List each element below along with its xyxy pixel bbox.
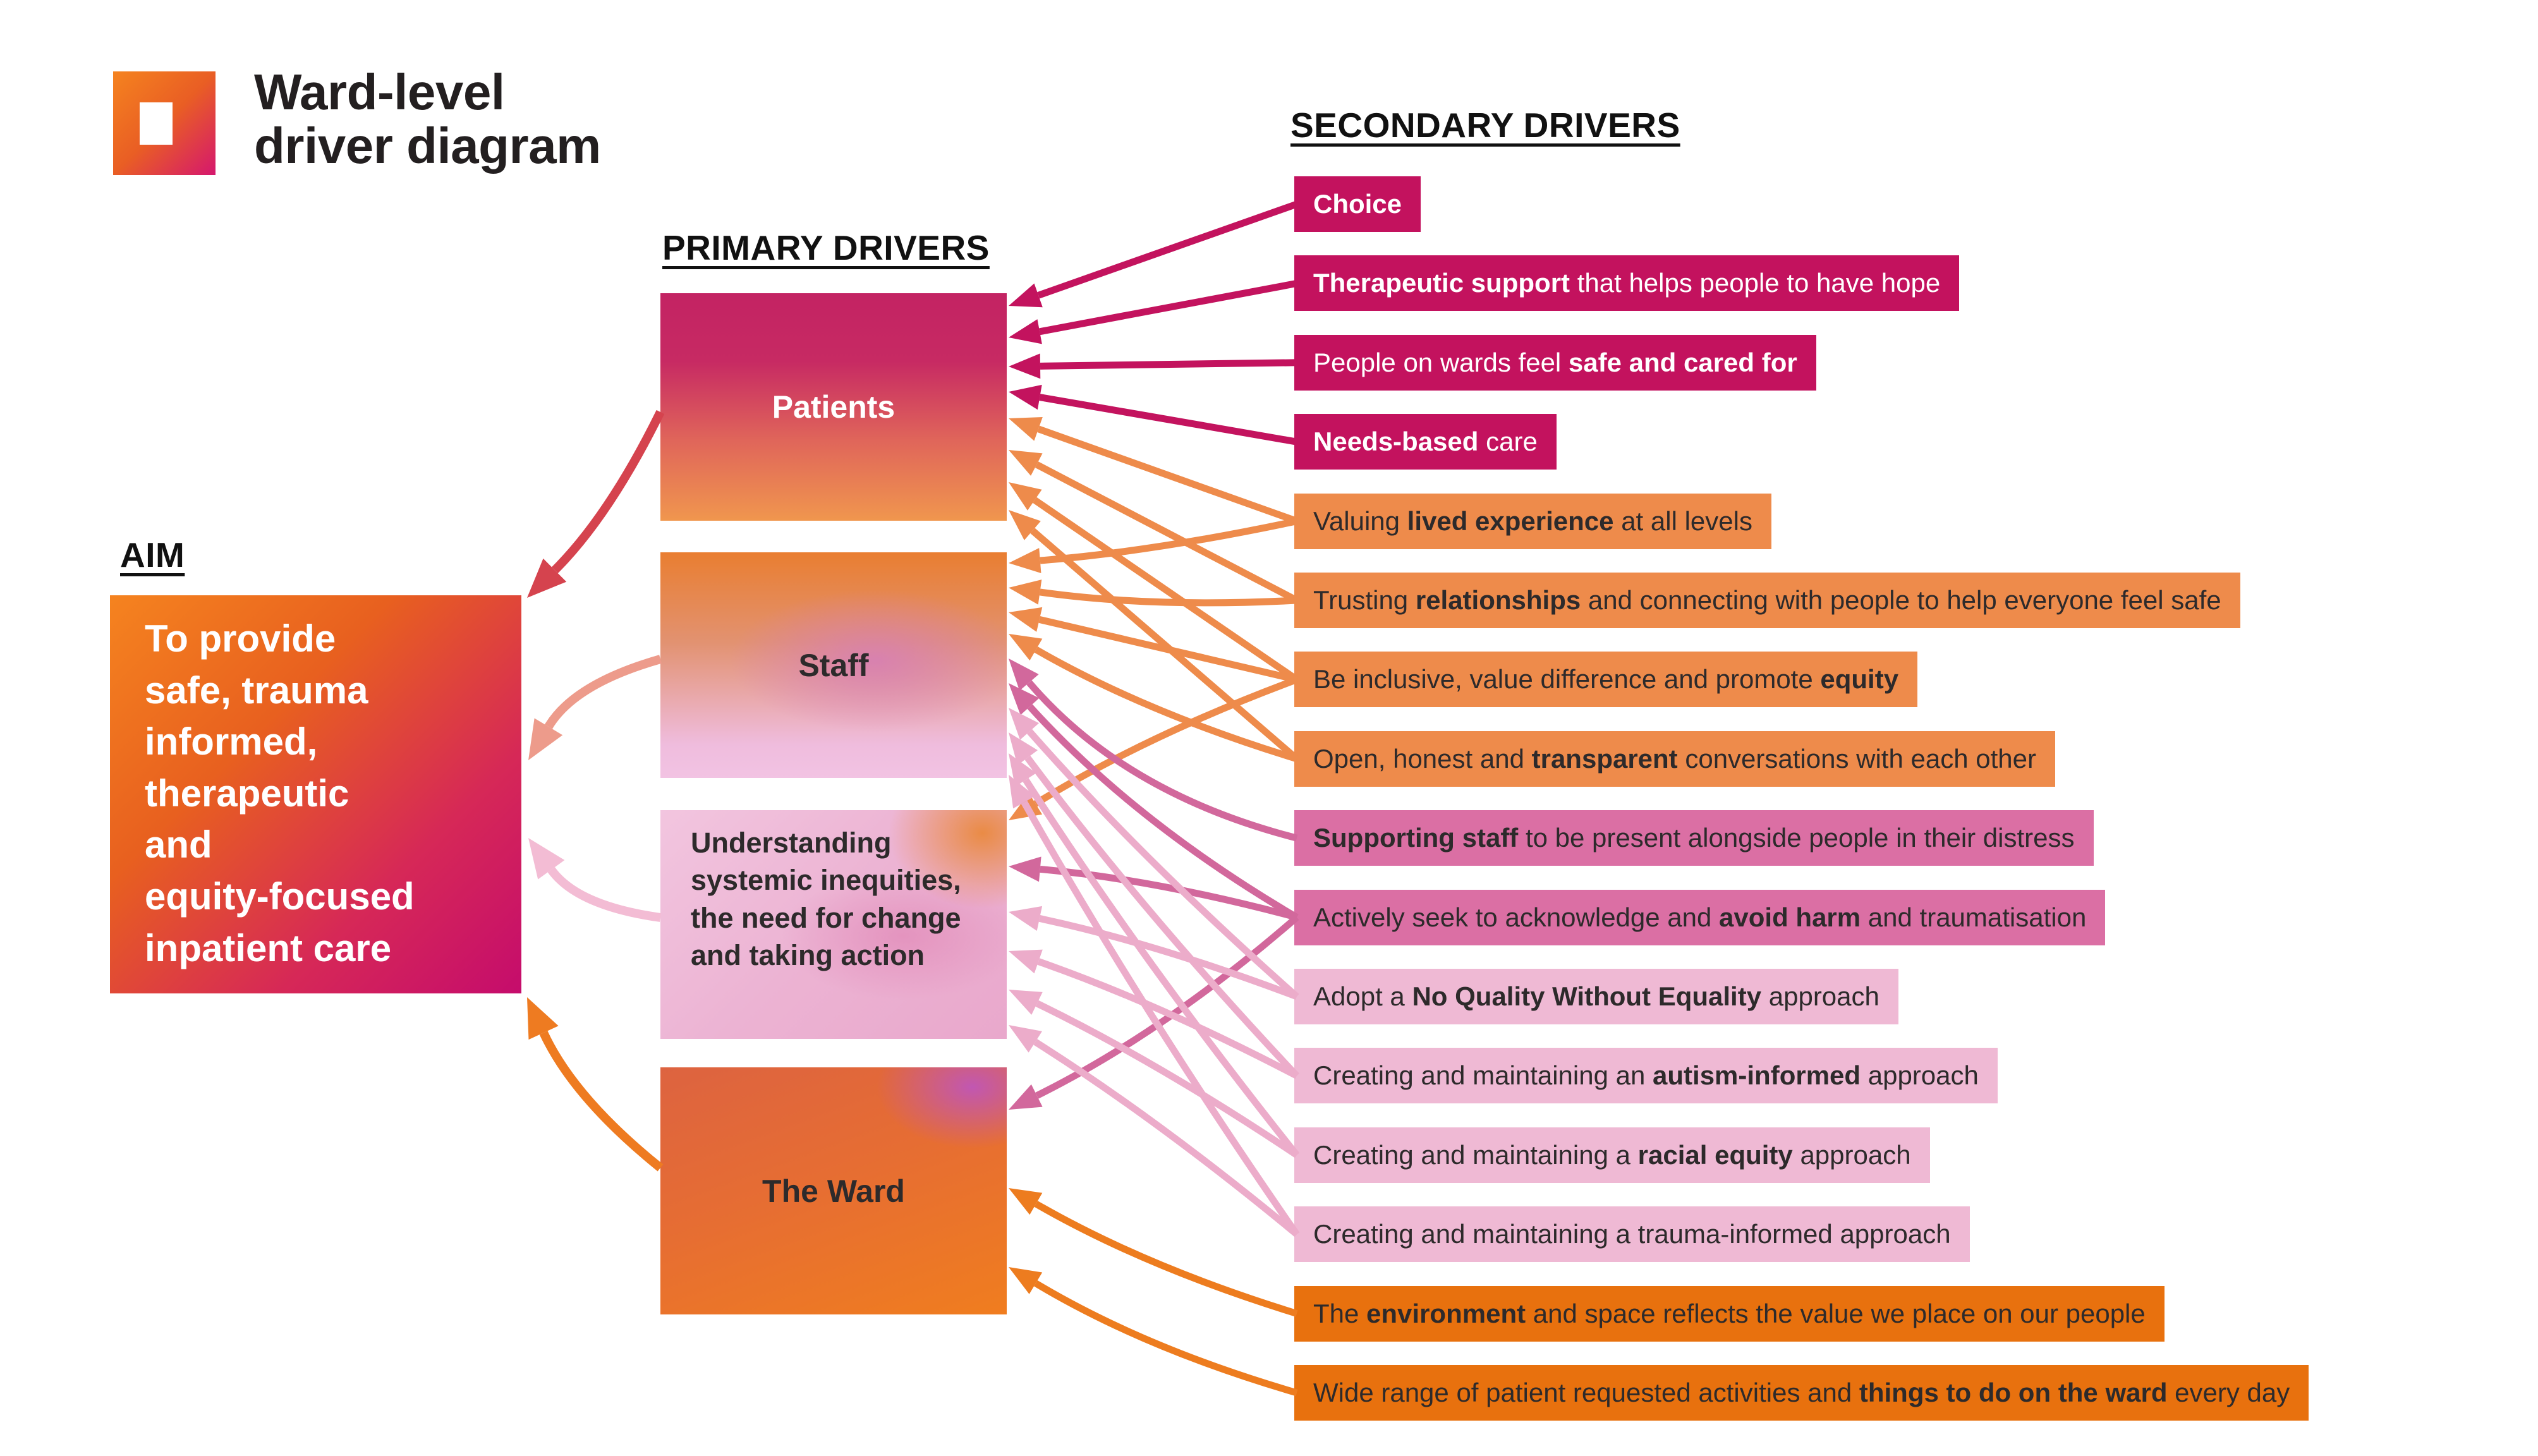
secondary-driver-text: Adopt a (1313, 981, 1412, 1011)
arrow-trauma-informed-to-staff (1009, 775, 1300, 1237)
secondary-driver-text: People on wards feel (1313, 347, 1569, 377)
arrow-choice-to-patients (1009, 200, 1298, 308)
arrow-patients-to-aim (527, 410, 665, 598)
secondary-driver-text: care (1478, 427, 1538, 457)
secondary-driver-wide-range: Wide range of patient requested activiti… (1294, 1365, 2309, 1421)
arrow-autism-informed-to-staff (1009, 732, 1300, 1079)
arrow-therapeutic-support-to-patients (1009, 279, 1298, 344)
secondary-driver-text: autism-informed (1653, 1060, 1861, 1091)
secondary-driver-safe-and-cared-for: People on wards feel safe and cared for (1294, 334, 1816, 391)
secondary-driver-text: Choice (1313, 189, 1402, 219)
secondary-driver-text: every day (2167, 1378, 2290, 1407)
secondary-driver-text: Valuing (1313, 506, 1407, 536)
secondary-driver-open-honest: Open, honest and transparent conversatio… (1294, 731, 2055, 787)
arrow-autism-informed-to-understanding (1009, 949, 1299, 1079)
arrow-adopt-nqwe-to-understanding (1009, 906, 1298, 1000)
secondary-driver-autism-informed: Creating and maintaining an autism-infor… (1294, 1048, 1998, 1104)
secondary-driver-text: approach (1792, 1139, 1911, 1170)
secondary-driver-text: Actively seek to acknowledge and (1313, 902, 1720, 932)
arrow-valuing-lived-experience-to-staff (1009, 518, 1298, 573)
secondary-driver-text: and space reflects the value we place on… (1526, 1298, 2146, 1328)
secondary-driver-text: and connecting with people to help every… (1581, 585, 2221, 615)
secondary-driver-text: Trusting (1313, 585, 1416, 615)
secondary-driver-text: Creating and maintaining a (1313, 1139, 1638, 1170)
arrow-open-honest-to-patients (1009, 510, 1299, 761)
secondary-driver-text: Be inclusive, value difference and promo… (1313, 664, 1821, 695)
secondary-driver-supporting-staff: Supporting staff to be present alongside… (1294, 810, 2094, 866)
secondary-driver-text: Open, honest and (1313, 743, 1532, 774)
primary-driver-patients: Patients (660, 293, 1007, 521)
arrow-supporting-staff-to-staff (1009, 658, 1298, 842)
secondary-driver-text: transparent (1531, 743, 1678, 774)
secondary-driver-text: and traumatisation (1861, 902, 2087, 932)
arrow-actively-seek-to-staff (1009, 683, 1299, 921)
secondary-driver-text: conversations with each other (1677, 743, 2036, 774)
secondary-driver-text: Creating and maintaining an (1313, 1060, 1653, 1091)
arrow-open-honest-to-staff (1009, 634, 1298, 763)
secondary-driver-trusting-relationships: Trusting relationships and connecting wi… (1294, 573, 2240, 628)
arrow-trusting-relationships-to-staff (1009, 579, 1297, 607)
secondary-driver-text: at all levels (1613, 506, 1752, 536)
arrow-trauma-informed-to-understanding (1009, 1025, 1299, 1237)
heading-aim: AIM (120, 535, 185, 574)
secondary-driver-text: Supporting staff (1313, 823, 1519, 853)
secondary-driver-be-inclusive: Be inclusive, value difference and promo… (1294, 652, 1918, 708)
secondary-driver-adopt-nqwe: Adopt a No Quality Without Equality appr… (1294, 969, 1898, 1024)
primary-driver-ward: The Ward (660, 1067, 1007, 1314)
heading-primary-drivers: PRIMARY DRIVERS (662, 228, 990, 267)
arrow-safe-and-cared-for-to-patients (1009, 353, 1297, 379)
secondary-driver-choice: Choice (1294, 176, 1421, 232)
secondary-driver-text: Therapeutic support (1313, 268, 1570, 298)
arrow-understanding-to-aim (528, 838, 661, 922)
arrow-staff-to-aim (528, 655, 662, 760)
secondary-driver-needs-based-care: Needs-based care (1294, 414, 1557, 470)
arrow-trusting-relationships-to-patients (1009, 450, 1299, 604)
aim-box: To provide safe, trauma informed, therap… (110, 595, 521, 993)
brand-logo (113, 71, 216, 175)
secondary-driver-text: approach (1761, 981, 1879, 1011)
secondary-driver-text: racial equity (1637, 1139, 1793, 1170)
arrow-racial-equity-to-understanding (1009, 990, 1299, 1158)
secondary-driver-actively-seek: Actively seek to acknowledge and avoid h… (1294, 889, 2106, 945)
secondary-driver-valuing-lived-experience: Valuing lived experience at all levels (1294, 493, 1771, 549)
arrow-environment-to-ward (1009, 1188, 1298, 1317)
secondary-driver-text: environment (1366, 1298, 1526, 1328)
secondary-driver-text: relationships (1415, 585, 1581, 615)
secondary-driver-racial-equity: Creating and maintaining a racial equity… (1294, 1127, 1930, 1183)
heading-secondary-drivers: SECONDARY DRIVERS (1290, 106, 1680, 145)
secondary-driver-text: The (1313, 1298, 1367, 1328)
secondary-driver-text: equity (1820, 664, 1899, 695)
arrow-valuing-lived-experience-to-patients (1009, 416, 1298, 525)
secondary-driver-text: things to do on the ward (1859, 1378, 2168, 1407)
primary-driver-staff: Staff (660, 552, 1007, 778)
arrow-actively-seek-to-understanding (1009, 856, 1298, 921)
arrow-actively-seek-to-ward (1009, 914, 1299, 1110)
page-title: Ward-level driver diagram (254, 64, 601, 174)
secondary-driver-text: approach (1861, 1060, 1979, 1091)
arrow-be-inclusive-to-staff (1009, 607, 1298, 683)
secondary-driver-text: lived experience (1407, 506, 1614, 536)
secondary-driver-text: that helps people to have hope (1570, 268, 1941, 298)
primary-driver-understanding: Understanding systemic inequities, the n… (660, 810, 1007, 1039)
secondary-driver-text: Needs-based (1313, 427, 1479, 457)
secondary-driver-text: No Quality Without Equality (1412, 981, 1762, 1011)
secondary-driver-text: safe and cared for (1568, 347, 1797, 377)
arrow-needs-based-care-to-patients (1009, 384, 1297, 446)
secondary-driver-text: to be present alongside people in their … (1518, 823, 2075, 853)
secondary-driver-text: avoid harm (1719, 902, 1861, 932)
logo-square-icon (140, 102, 173, 145)
secondary-driver-text: Creating and maintaining a trauma-inform… (1313, 1219, 1951, 1249)
secondary-driver-environment: The environment and space reflects the v… (1294, 1285, 2165, 1342)
arrow-be-inclusive-to-understanding (1009, 676, 1298, 820)
arrow-racial-equity-to-staff (1009, 753, 1300, 1158)
aim-text: To provide safe, trauma informed, therap… (145, 617, 415, 969)
arrow-ward-to-aim (527, 997, 664, 1172)
arrow-wide-range-to-ward (1009, 1267, 1298, 1397)
secondary-driver-trauma-informed: Creating and maintaining a trauma-inform… (1294, 1206, 1970, 1263)
arrow-be-inclusive-to-patients (1009, 482, 1299, 682)
secondary-driver-therapeutic-support: Therapeutic support that helps people to… (1294, 255, 1960, 312)
secondary-driver-text: Wide range of patient requested activiti… (1313, 1378, 1859, 1407)
arrow-adopt-nqwe-to-staff (1009, 708, 1299, 1000)
